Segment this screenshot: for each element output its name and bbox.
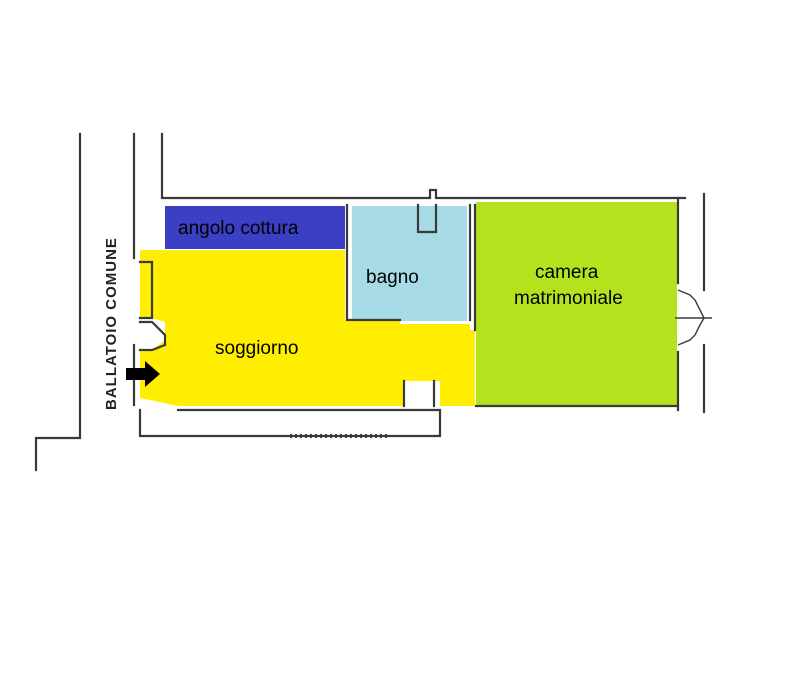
walls (34, 132, 712, 472)
living-area (140, 250, 475, 406)
living-label: soggiorno (215, 338, 298, 359)
bedroom-label-line2: matrimoniale (514, 288, 623, 309)
kitchen-area (165, 206, 345, 249)
bedroom-label-line1: camera (535, 262, 599, 283)
bedroom-area (476, 202, 677, 405)
bathroom-label: bagno (366, 267, 419, 288)
arrow-right-icon (126, 361, 160, 387)
corridor-label: BALLATOIO COMUNE (103, 237, 120, 410)
bathroom-area (352, 206, 467, 321)
kitchen-label: angolo cottura (178, 218, 299, 239)
